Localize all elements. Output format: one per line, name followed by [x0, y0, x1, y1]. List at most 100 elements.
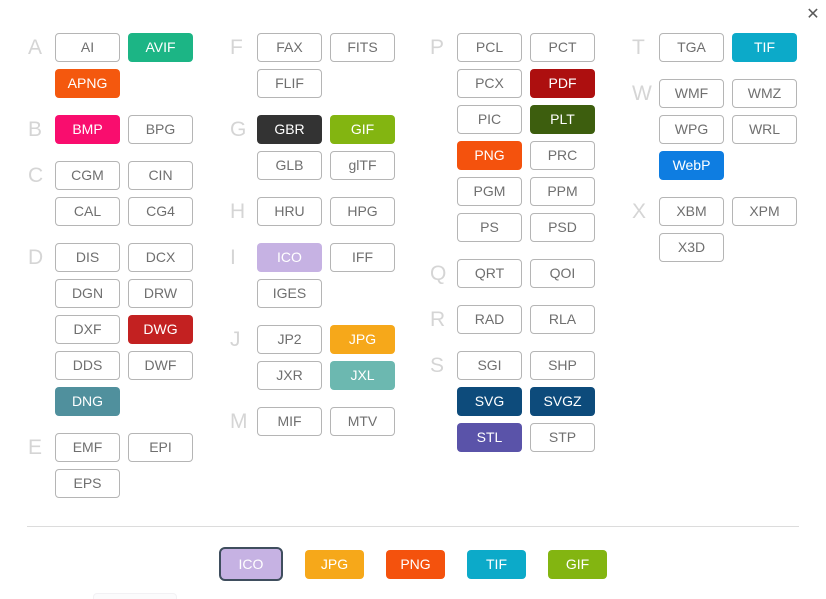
format-button-iges[interactable]: IGES: [257, 279, 322, 308]
format-button-ppm[interactable]: PPM: [530, 177, 595, 206]
format-button-wpg[interactable]: WPG: [659, 115, 724, 144]
format-button-fits[interactable]: FITS: [330, 33, 395, 62]
format-button-fax[interactable]: FAX: [257, 33, 322, 62]
format-row: BMP BPG: [55, 115, 193, 144]
format-button-gbr[interactable]: GBR: [257, 115, 322, 144]
section-x: X XBM XPM X3D: [632, 197, 797, 262]
format-button-flif[interactable]: FLIF: [257, 69, 322, 98]
format-button-pcl[interactable]: PCL: [457, 33, 522, 62]
format-button-rad[interactable]: RAD: [457, 305, 522, 334]
format-button-pct[interactable]: PCT: [530, 33, 595, 62]
format-button-hru[interactable]: HRU: [257, 197, 322, 226]
selected-format-button-jpg[interactable]: JPG: [305, 549, 364, 579]
format-button-glb[interactable]: GLB: [257, 151, 322, 180]
format-button-png[interactable]: PNG: [457, 141, 522, 170]
format-row: PCL PCT: [457, 33, 595, 62]
selected-format-button-png[interactable]: PNG: [386, 549, 445, 579]
format-button-cal[interactable]: CAL: [55, 197, 120, 226]
format-button-dxf[interactable]: DXF: [55, 315, 120, 344]
selected-format-button-tif[interactable]: TIF: [467, 549, 526, 579]
format-row: MIF MTV: [257, 407, 395, 436]
format-row: AI AVIF: [55, 33, 193, 62]
format-button-cgm[interactable]: CGM: [55, 161, 120, 190]
format-button-prc[interactable]: PRC: [530, 141, 595, 170]
format-button-qrt[interactable]: QRT: [457, 259, 522, 288]
format-button-shp[interactable]: SHP: [530, 351, 595, 380]
format-button-tga[interactable]: TGA: [659, 33, 724, 62]
format-button-tif[interactable]: TIF: [732, 33, 797, 62]
format-button-jpg[interactable]: JPG: [330, 325, 395, 354]
format-button-cin[interactable]: CIN: [128, 161, 193, 190]
format-button-mtv[interactable]: MTV: [330, 407, 395, 436]
format-button-dcx[interactable]: DCX: [128, 243, 193, 272]
format-button-psd[interactable]: PSD: [530, 213, 595, 242]
section-d: D DIS DCX DGN DRW DXF DWG DDS DWF DNG: [28, 243, 193, 416]
format-button-ico[interactable]: ICO: [257, 243, 322, 272]
close-icon[interactable]: ✕: [801, 3, 825, 27]
format-button-ai[interactable]: AI: [55, 33, 120, 62]
format-button-dwg[interactable]: DWG: [128, 315, 193, 344]
format-button-pic[interactable]: PIC: [457, 105, 522, 134]
format-button-stp[interactable]: STP: [530, 423, 595, 452]
selected-formats-bar: ICO JPG PNG TIF GIF: [0, 547, 826, 581]
format-button-dgn[interactable]: DGN: [55, 279, 120, 308]
section-letter: Q: [430, 262, 447, 285]
format-button-stl[interactable]: STL: [457, 423, 522, 452]
format-row: EPS: [55, 469, 193, 498]
format-button-gif[interactable]: GIF: [330, 115, 395, 144]
format-row: GBR GIF: [257, 115, 395, 144]
format-button-avif[interactable]: AVIF: [128, 33, 193, 62]
format-button-mif[interactable]: MIF: [257, 407, 322, 436]
format-button-sgi[interactable]: SGI: [457, 351, 522, 380]
format-button-plt[interactable]: PLT: [530, 105, 595, 134]
format-button-xbm[interactable]: XBM: [659, 197, 724, 226]
format-button-iff[interactable]: IFF: [330, 243, 395, 272]
format-button-dds[interactable]: DDS: [55, 351, 120, 380]
format-button-bmp[interactable]: BMP: [55, 115, 120, 144]
format-button-jp2[interactable]: JP2: [257, 325, 322, 354]
format-button-eps[interactable]: EPS: [55, 469, 120, 498]
format-button-wmz[interactable]: WMZ: [732, 79, 797, 108]
format-button-rla[interactable]: RLA: [530, 305, 595, 334]
format-button-qoi[interactable]: QOI: [530, 259, 595, 288]
format-button-apng[interactable]: APNG: [55, 69, 120, 98]
format-button-wmf[interactable]: WMF: [659, 79, 724, 108]
selected-format-button-ico[interactable]: ICO: [219, 547, 283, 581]
format-button-dis[interactable]: DIS: [55, 243, 120, 272]
section-letter: X: [632, 200, 647, 223]
format-button-cg4[interactable]: CG4: [128, 197, 193, 226]
format-button-pcx[interactable]: PCX: [457, 69, 522, 98]
format-button-hpg[interactable]: HPG: [330, 197, 395, 226]
format-button-webp[interactable]: WebP: [659, 151, 724, 180]
format-button-pdf[interactable]: PDF: [530, 69, 595, 98]
format-button-bpg[interactable]: BPG: [128, 115, 193, 144]
section-letter: D: [28, 246, 44, 269]
format-row: FLIF: [257, 69, 395, 98]
format-button-pgm[interactable]: PGM: [457, 177, 522, 206]
format-button-svgz[interactable]: SVGZ: [530, 387, 595, 416]
format-button-gltf[interactable]: glTF: [330, 151, 395, 180]
format-button-emf[interactable]: EMF: [55, 433, 120, 462]
format-button-epi[interactable]: EPI: [128, 433, 193, 462]
format-button-drw[interactable]: DRW: [128, 279, 193, 308]
format-button-svg[interactable]: SVG: [457, 387, 522, 416]
format-button-jxr[interactable]: JXR: [257, 361, 322, 390]
selected-format-button-gif[interactable]: GIF: [548, 549, 607, 579]
format-button-ps[interactable]: PS: [457, 213, 522, 242]
format-button-jxl[interactable]: JXL: [330, 361, 395, 390]
format-button-x3d[interactable]: X3D: [659, 233, 724, 262]
format-button-dwf[interactable]: DWF: [128, 351, 193, 380]
format-button-xpm[interactable]: XPM: [732, 197, 797, 226]
format-button-wrl[interactable]: WRL: [732, 115, 797, 144]
format-button-dng[interactable]: DNG: [55, 387, 120, 416]
format-row: PNG PRC: [457, 141, 595, 170]
